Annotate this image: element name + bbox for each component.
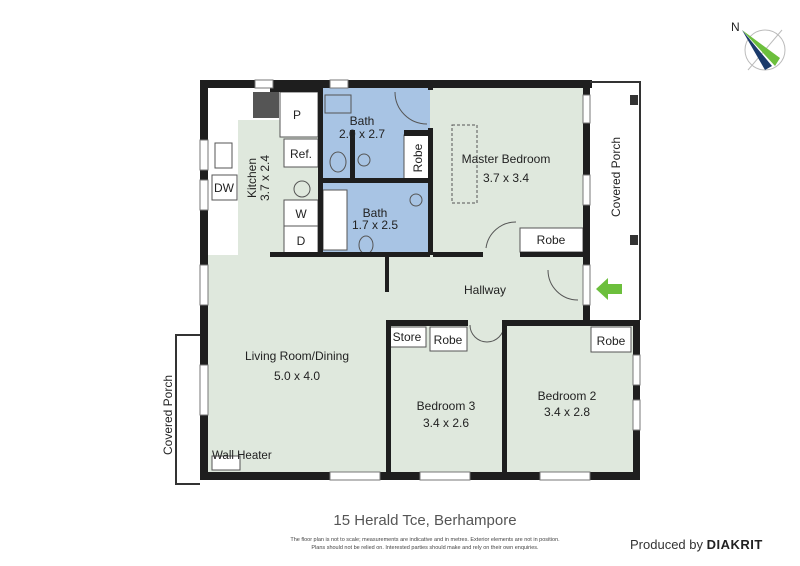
bath2-name: Bath [363,206,388,220]
master-robe-label: Robe [411,143,425,172]
bedroom2-size: 3.4 x 2.8 [544,405,590,419]
dishwasher-label: DW [214,181,235,195]
bedroom3-size: 3.4 x 2.6 [423,416,469,430]
address-title: 15 Herald Tce, Berhampore [333,512,517,529]
living-name: Living Room/Dining [245,349,349,363]
washer-label: W [295,207,307,221]
hallway-name: Hallway [464,283,506,297]
bath1-name: Bath [350,114,375,128]
produced-by: Produced by DIAKRIT [630,537,763,552]
stove-icon [253,92,279,118]
bedroom3-name: Bedroom 3 [417,399,476,413]
bedroom3-robe-label: Robe [434,333,463,347]
sink-icons [214,91,579,343]
compass-north-label: N [731,20,740,34]
diakrit-logo: DIAKRIT [706,537,763,552]
master-robe-2-label: Robe [537,233,566,247]
master-bedroom-fill [430,88,585,255]
kitchen-name: Kitchen [245,158,259,198]
dryer-label: D [297,234,306,248]
disclaimer-line-2: Plans should not be relied on. Intereste… [311,545,539,551]
disclaimer-line-1: The floor plan is not to scale; measurem… [290,537,560,543]
wall-heater-label: Wall Heater [212,450,272,462]
fixtures [211,91,632,471]
entry-arrow-icon [596,278,622,300]
bedroom2-robe-label: Robe [597,334,626,348]
porch-outlines [175,81,641,485]
living-size: 5.0 x 4.0 [274,369,320,383]
compass-icon: N [731,20,786,71]
master-bedroom-name: Master Bedroom [462,152,551,166]
master-bedroom-size: 3.7 x 3.4 [483,171,529,185]
bedroom2-name: Bedroom 2 [538,389,597,403]
covered-porch-left-label: Covered Porch [161,375,175,455]
produced-by-text: Produced by [630,537,703,552]
pantry-label: P [293,108,301,122]
windows [199,79,641,481]
kitchen-size: 3.7 x 2.4 [258,155,272,201]
covered-porch-right-label: Covered Porch [609,137,623,217]
store-label: Store [393,330,422,344]
bath1-size: 2.0 x 2.7 [339,127,385,141]
bath2-size: 1.7 x 2.5 [352,218,398,232]
fridge-label: Ref. [290,147,312,161]
